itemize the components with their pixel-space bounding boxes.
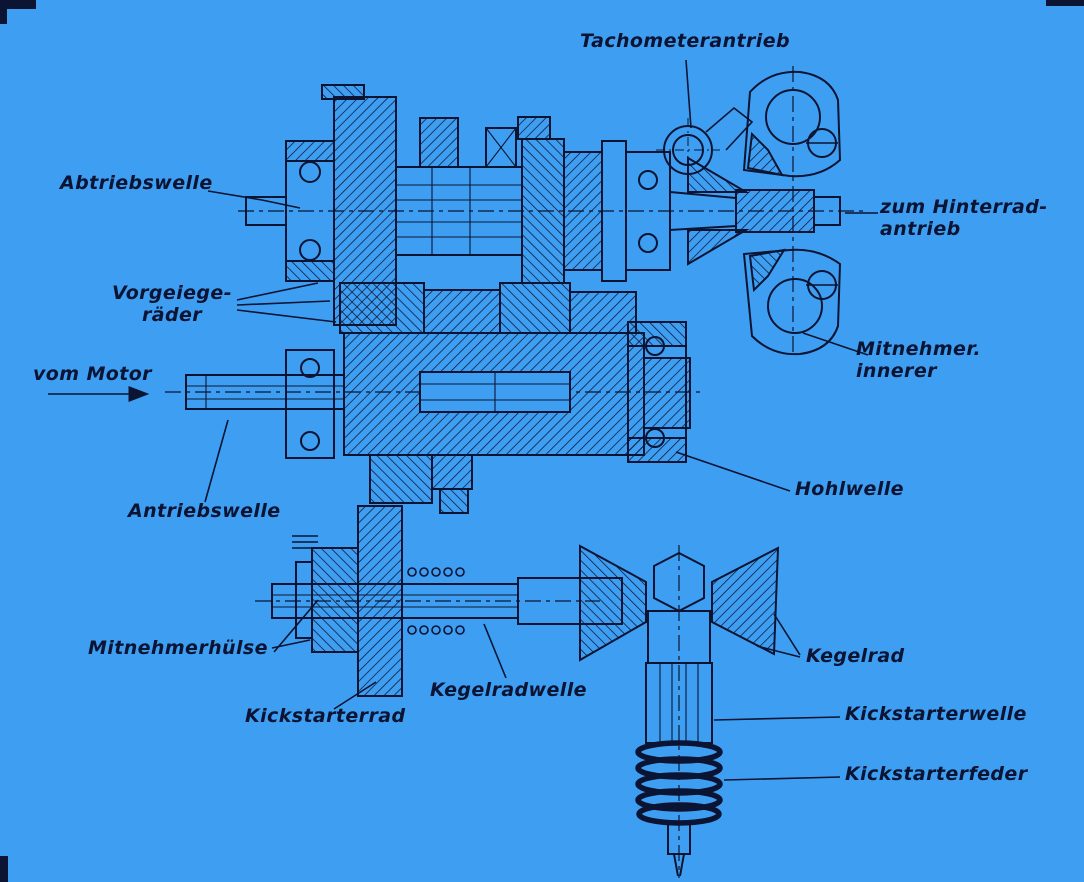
label-abtriebswelle: Abtriebswelle bbox=[60, 172, 213, 194]
input-shaft-assembly bbox=[185, 321, 691, 514]
label-hohlwelle: Hohlwelle bbox=[795, 478, 904, 500]
label-mitnehmer-innerer: Mitnehmer. innerer bbox=[856, 338, 982, 383]
screw-head-bottom-icon bbox=[806, 270, 838, 300]
label-vorgelegeraeder: Vorgeiege- räder bbox=[111, 282, 232, 327]
counter-gears bbox=[339, 282, 637, 334]
label-kegelradwelle: Kegelradwelle bbox=[430, 679, 587, 701]
label-kegelrad: Kegelrad bbox=[806, 645, 905, 667]
bearing-left-middle-icon bbox=[285, 349, 335, 459]
chain-sprocket-mitnehmer bbox=[742, 70, 842, 356]
label-tachometerantrieb: Tachometerantrieb bbox=[580, 30, 790, 52]
label-zum-hinterradantrieb: zum Hinterrad- antrieb bbox=[880, 196, 1048, 241]
label-antriebswelle: Antriebswelle bbox=[128, 500, 281, 522]
kickstarter-assembly bbox=[271, 505, 780, 877]
label-mitnehmerhuelse: Mitnehmerhülse bbox=[88, 637, 268, 659]
hollow-shaft bbox=[627, 321, 691, 463]
label-kickstarterfeder: Kickstarterfeder bbox=[845, 763, 1028, 785]
leader-lines bbox=[48, 59, 878, 781]
screw-head-top-icon bbox=[806, 128, 838, 158]
output-shaft-assembly bbox=[245, 84, 841, 326]
keyway-box-icon bbox=[485, 127, 517, 168]
label-vom-motor: vom Motor bbox=[33, 363, 152, 385]
bevel-gear-pair bbox=[579, 544, 780, 664]
driver-sleeve bbox=[292, 535, 359, 653]
detent-springs-icon bbox=[407, 567, 465, 635]
centerlines bbox=[165, 66, 868, 878]
tachometer-drive-gear bbox=[656, 106, 754, 182]
label-kickstarterwelle: Kickstarterwelle bbox=[845, 703, 1027, 725]
label-kickstarterrad: Kickstarterrad bbox=[245, 705, 406, 727]
